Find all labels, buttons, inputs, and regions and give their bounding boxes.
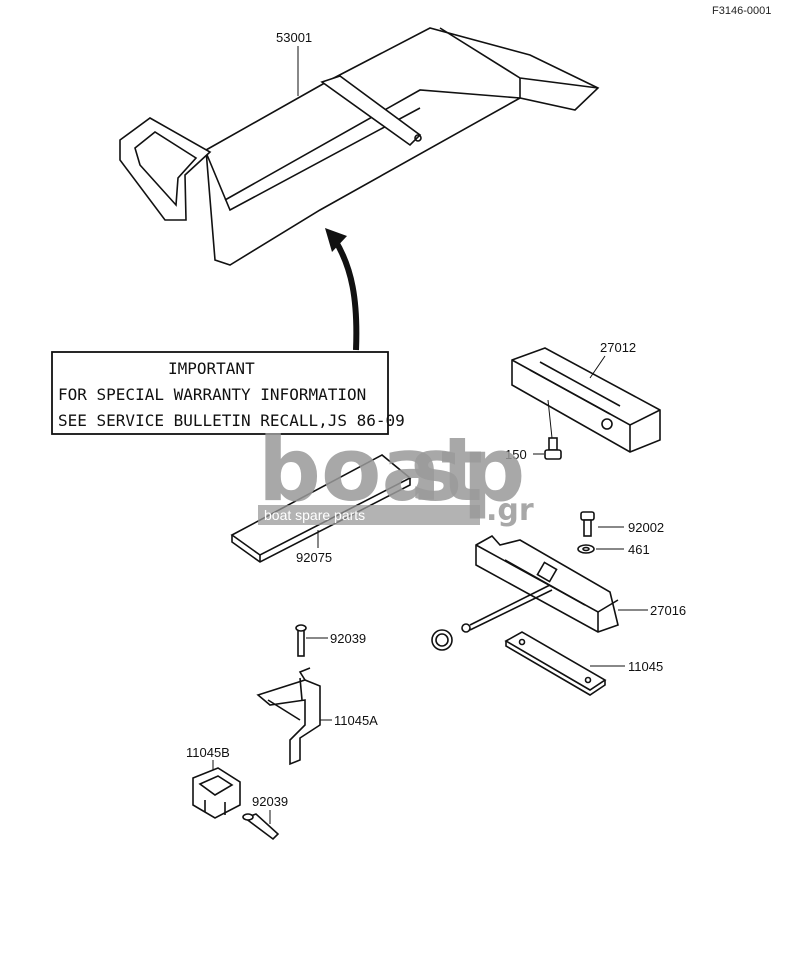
- label-11045A: 11045A: [334, 713, 378, 728]
- svg-text:.gr: .gr: [486, 493, 534, 528]
- important-notice: IMPORTANT FOR SPECIAL WARRANTY INFORMATI…: [51, 351, 405, 435]
- part-461-washer: [577, 544, 595, 554]
- part-11045-plate: [504, 631, 607, 696]
- label-11045: 11045: [628, 659, 663, 674]
- part-53001-seat-cover: [119, 27, 600, 266]
- label-53001: 53001: [276, 30, 312, 45]
- svg-text:sp: sp: [410, 418, 525, 521]
- part-27016-bracket: [431, 534, 619, 651]
- part-11045A-bracket: [256, 667, 321, 766]
- label-92039-upper: 92039: [330, 631, 366, 646]
- label-27016: 27016: [650, 603, 686, 618]
- label-461: 461: [628, 542, 650, 557]
- notice-line-2: SEE SERVICE BULLETIN RECALL,JS 86-09: [58, 411, 405, 430]
- ref-code: F3146-0001: [712, 5, 771, 17]
- label-92075: 92075: [296, 550, 332, 565]
- part-92039-pin-upper: [295, 624, 307, 657]
- part-27012-bracket: [511, 347, 661, 453]
- label-150: 150: [505, 447, 527, 462]
- arrow-icon: [325, 228, 360, 351]
- part-92002-screw: [580, 511, 595, 537]
- label-27012: 27012: [600, 340, 636, 355]
- part-150-bolt: [544, 437, 562, 460]
- svg-text:boat: boat: [258, 418, 483, 521]
- label-92002: 92002: [628, 520, 664, 535]
- svg-text:boat spare parts: boat spare parts: [264, 507, 365, 523]
- notice-line-1: FOR SPECIAL WARRANTY INFORMATION: [58, 385, 366, 404]
- part-11045B-clip: [192, 767, 241, 819]
- notice-heading: IMPORTANT: [168, 359, 255, 378]
- part-92039-pin-lower: [242, 813, 280, 841]
- label-92039-lower: 92039: [252, 794, 288, 809]
- label-11045B: 11045B: [186, 745, 230, 760]
- watermark-logo: boat sp .gr boat spare parts: [258, 418, 534, 528]
